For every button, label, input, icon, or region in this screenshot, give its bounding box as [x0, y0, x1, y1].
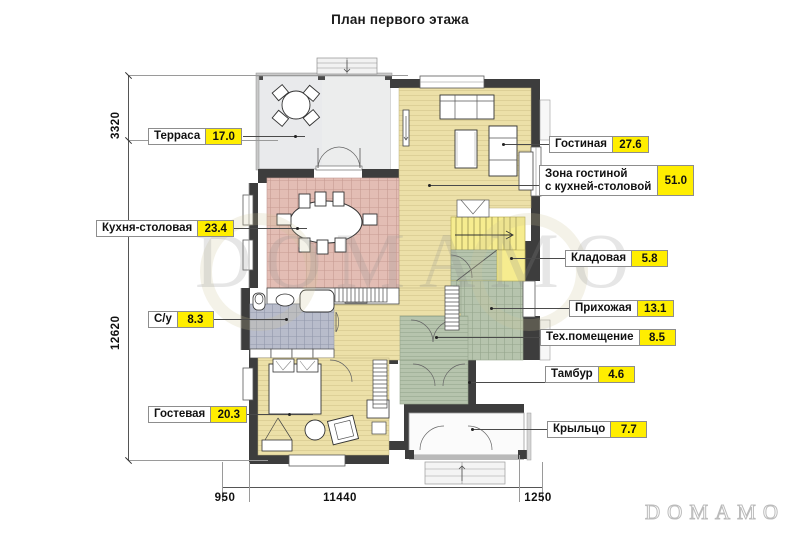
room-area-porch: 7.7 [610, 422, 647, 437]
room-area-hallway: 13.1 [636, 301, 673, 316]
leader-dot-guest [288, 413, 291, 416]
dim-label-950: 950 [214, 492, 236, 504]
leader-storage [512, 258, 566, 259]
leader-porch [473, 429, 548, 430]
leader-vestibule [470, 382, 546, 383]
room-name-living-kitchen-zone: Зона гостиной с кухней-столовой [540, 166, 657, 195]
room-name-terrace: Терраса [154, 130, 201, 143]
room-label-living-kitchen-zone[interactable]: Зона гостиной с кухней-столовой 51.0 [539, 165, 695, 196]
leader-dot-kitchen [296, 227, 299, 230]
leader-terrace [243, 136, 305, 137]
leader-dot-living [502, 143, 505, 146]
room-label-porch[interactable]: Крыльцо 7.7 [547, 421, 648, 438]
room-name-line2: с кухней-столовой [545, 180, 652, 193]
dim-label-1250: 1250 [524, 492, 552, 504]
room-label-storage[interactable]: Кладовая 5.8 [565, 250, 669, 267]
room-name-line1: Зона гостиной [545, 168, 628, 181]
room-name-porch: Крыльцо [553, 423, 606, 436]
leader-living [503, 144, 550, 145]
room-name-technical-room: Тех.помещение [546, 331, 634, 344]
room-name-storage: Кладовая [571, 252, 627, 265]
leader-zone [430, 185, 540, 186]
dim-label-11440: 11440 [323, 492, 357, 504]
leader-kitchen [232, 228, 307, 229]
leader-dot-porch [471, 428, 474, 431]
room-name-vestibule: Тамбур [551, 368, 593, 381]
ext-line-h3 [519, 455, 520, 502]
page-title: План первого этажа [331, 12, 469, 27]
room-area-bathroom: 8.3 [176, 312, 213, 327]
room-name-hallway: Прихожая [575, 302, 632, 315]
room-area-terrace: 17.0 [205, 129, 242, 144]
room-label-hallway[interactable]: Прихожая 13.1 [569, 300, 674, 317]
leader-dot-storage [510, 257, 513, 260]
dim-label-12620: 12620 [110, 315, 122, 350]
ext-line-h4 [542, 462, 543, 502]
room-area-living-room: 27.6 [611, 137, 648, 152]
dim-line-12620 [128, 75, 129, 460]
leader-dot-terrace [294, 135, 297, 138]
room-area-storage: 5.8 [631, 251, 668, 266]
room-area-kitchen-dining: 23.4 [197, 221, 234, 236]
ext-line-bottom [128, 460, 268, 461]
leader-guest [245, 414, 313, 415]
leader-hallway [492, 308, 570, 309]
room-label-vestibule[interactable]: Тамбур 4.6 [545, 366, 635, 383]
room-name-bathroom: С/у [154, 313, 172, 326]
leader-dot-vestibule [468, 381, 471, 384]
dim-label-3320: 3320 [110, 111, 122, 139]
room-name-living-room: Гостиная [555, 138, 607, 151]
room-label-bathroom[interactable]: С/у 8.3 [148, 311, 214, 328]
room-area-living-kitchen-zone: 51.0 [657, 166, 694, 195]
leader-dot-bathroom [285, 318, 288, 321]
room-area-guest-room: 20.3 [210, 407, 247, 422]
room-label-technical-room[interactable]: Тех.помещение 8.5 [540, 329, 676, 346]
room-label-living-room[interactable]: Гостиная 27.6 [549, 136, 649, 153]
room-label-guest-room[interactable]: Гостевая 20.3 [148, 406, 248, 423]
ext-line-h1 [222, 462, 223, 502]
ext-line-top [128, 75, 408, 76]
room-name-kitchen-dining: Кухня-столовая [102, 222, 193, 235]
ext-line-h2 [249, 462, 250, 502]
room-label-terrace[interactable]: Терраса 17.0 [148, 128, 243, 145]
leader-dot-hallway [490, 307, 493, 310]
room-label-kitchen-dining[interactable]: Кухня-столовая 23.4 [96, 220, 235, 237]
leader-bathroom [212, 319, 287, 320]
leader-technical [437, 337, 541, 338]
leader-dot-zone [428, 184, 431, 187]
room-area-technical-room: 8.5 [638, 330, 675, 345]
leader-dot-technical [435, 336, 438, 339]
room-area-vestibule: 4.6 [597, 367, 634, 382]
dim-line-horizontal [222, 487, 542, 488]
room-name-guest-room: Гостевая [154, 408, 206, 421]
